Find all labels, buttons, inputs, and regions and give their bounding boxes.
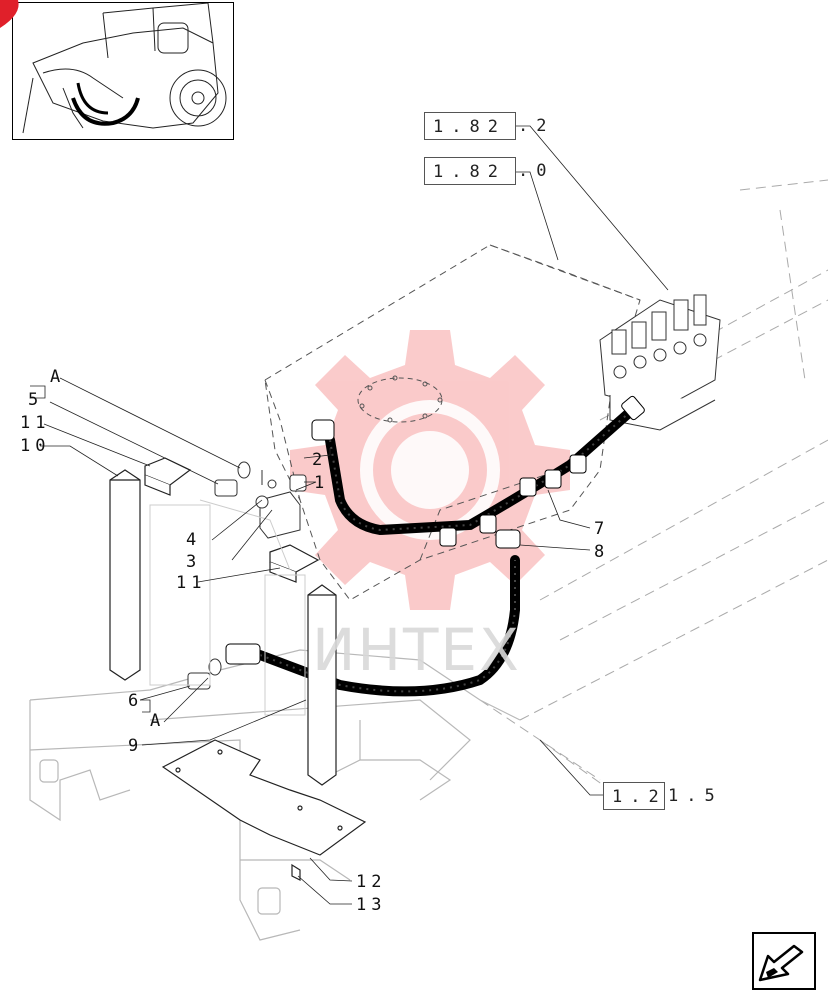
callout-2[interactable]: 2 [312, 450, 328, 470]
callout-4[interactable]: 4 [186, 530, 202, 550]
hydraulic-hose-lower [225, 529, 521, 697]
ref-suffix-1-82-2: .2 [518, 116, 555, 136]
callout-12[interactable]: 12 [356, 872, 387, 892]
location-thumbnail [12, 2, 234, 140]
machine-thumbnail-drawing [22, 3, 227, 134]
callout-5[interactable]: 5 [28, 390, 44, 410]
callout-3[interactable]: 3 [186, 552, 202, 572]
engine-block-ghost [149, 499, 306, 716]
callout-8[interactable]: 8 [594, 542, 610, 562]
floor-plate [161, 739, 367, 881]
ref-link-1-82-0[interactable]: 1.82 [424, 157, 516, 185]
callout-A-lower[interactable]: A [150, 711, 166, 731]
next-page-button[interactable] [752, 932, 816, 990]
callout-13[interactable]: 13 [356, 895, 387, 915]
ref-suffix-1-82-0: .0 [518, 161, 555, 181]
callout-9[interactable]: 9 [128, 736, 144, 756]
hose-fittings [439, 454, 587, 547]
callout-6[interactable]: 6 [128, 691, 144, 711]
callout-11-upper[interactable]: 11 [20, 413, 51, 433]
next-page-arrow-icon [758, 944, 804, 982]
callout-1[interactable]: 1 [314, 473, 330, 493]
control-valve [599, 294, 721, 431]
callout-11-lower[interactable]: 11 [176, 573, 207, 593]
rubber-pads [109, 469, 337, 786]
ref-link-1-21-5[interactable]: 1.2 [603, 782, 665, 810]
callout-7[interactable]: 7 [594, 519, 610, 539]
callout-A-upper[interactable]: A [50, 367, 66, 387]
ref-suffix-1-21-5: 1.5 [668, 786, 723, 806]
leader-lines [30, 125, 669, 905]
ref-link-1-82-2[interactable]: 1.82 [424, 112, 516, 140]
watermark-text: ИНТЕХ [312, 616, 521, 684]
callout-10[interactable]: 10 [20, 436, 51, 456]
bolt-circle [357, 375, 443, 423]
thumbnail-corner-marker [0, 0, 19, 28]
